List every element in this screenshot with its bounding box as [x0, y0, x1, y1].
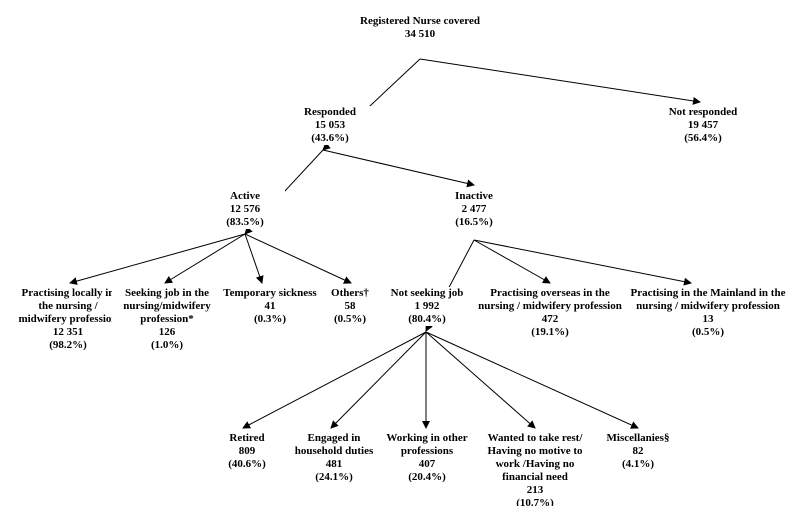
node-count: 809: [238, 445, 256, 457]
node-label: midwifery profession: [18, 313, 118, 325]
node-not-responded: Not responded 19 457 (56.4%): [653, 106, 753, 145]
node-label: Registered Nurse covered: [360, 15, 480, 27]
node-label: the nursing /: [38, 300, 98, 312]
node-percent: (0.5%): [333, 313, 367, 325]
node-label: Practising in the Mainland in the: [630, 287, 786, 299]
node-inactive: Inactive 2 477 (16.5%): [434, 190, 514, 229]
node-label: Practising overseas in the: [490, 287, 610, 299]
node-label: work /Having no: [495, 458, 575, 470]
node-percent: (43.6%): [311, 132, 349, 144]
node-label: Having no motive to: [487, 445, 583, 457]
node-count: 472: [541, 313, 559, 325]
node-take-rest: Wanted to take rest/ Having no motive to…: [480, 432, 590, 506]
connector-root-to-not_responded: [419, 58, 701, 105]
connector-inactive-to-mainland: [473, 239, 692, 286]
node-count: 13: [702, 313, 714, 325]
node-percent: (19.1%): [531, 326, 569, 338]
node-label: Others†: [331, 287, 369, 299]
node-percent: (56.4%): [684, 132, 722, 144]
node-count: 481: [325, 458, 343, 470]
node-label: Working in other: [386, 432, 468, 444]
node-percent: (16.5%): [455, 216, 493, 228]
connector-inactive-to-overseas: [473, 239, 551, 284]
node-label: profession*: [140, 313, 194, 325]
node-percent: (0.3%): [253, 313, 287, 325]
node-seeking-job: Seeking job in the nursing/midwifery pro…: [112, 287, 222, 352]
node-percent: (4.1%): [621, 458, 655, 470]
node-label: Not responded: [668, 106, 738, 118]
node-practising-mainland: Practising in the Mainland in the nursin…: [627, 287, 789, 339]
node-percent: (20.4%): [408, 471, 446, 483]
node-count: 126: [158, 326, 176, 338]
connector-active-to-temporary_sickness: [244, 233, 264, 284]
node-label: Not seeking job: [390, 287, 464, 299]
node-percent: (80.4%): [408, 313, 446, 325]
node-percent: (83.5%): [226, 216, 264, 228]
node-label: household duties: [294, 445, 374, 457]
connector-not_seeking-to-miscellanies: [425, 331, 639, 429]
node-percent: (10.7%): [516, 497, 554, 506]
node-count: 41: [264, 300, 276, 312]
connector-not_seeking-to-take_rest: [425, 331, 536, 429]
connector-not_seeking-to-household: [330, 331, 427, 429]
node-percent: (98.2%): [49, 339, 87, 351]
node-household-duties: Engaged in household duties 481 (24.1%): [286, 432, 382, 484]
node-active: Active 12 576 (83.5%): [205, 190, 285, 229]
node-percent: (1.0%): [150, 339, 184, 351]
node-percent: (0.5%): [691, 326, 725, 338]
node-percent: (24.1%): [315, 471, 353, 483]
node-label: professions: [400, 445, 454, 457]
connector-not_seeking-to-retired: [242, 331, 427, 429]
node-retired: Retired 809 (40.6%): [216, 432, 278, 471]
node-count: 34 510: [404, 28, 436, 40]
node-count: 1 992: [414, 300, 440, 312]
node-label: Active: [230, 190, 260, 202]
connector-responded-to-inactive: [322, 149, 475, 188]
node-responded: Responded 15 053 (43.6%): [280, 106, 380, 145]
node-count: 19 457: [687, 119, 719, 131]
node-count: 213: [526, 484, 544, 496]
node-count: 407: [418, 458, 436, 470]
node-other-professions: Working in other professions 407 (20.4%): [378, 432, 476, 484]
node-label: Responded: [304, 106, 356, 118]
node-not-seeking-job: Not seeking job 1 992 (80.4%): [384, 287, 470, 326]
node-label: Practising locally in: [21, 287, 115, 299]
node-registered-nurse-covered: Registered Nurse covered 34 510: [320, 15, 520, 41]
node-percent: (40.6%): [228, 458, 266, 470]
node-label: Engaged in: [307, 432, 361, 444]
node-others: Others† 58 (0.5%): [321, 287, 379, 326]
connector-active-to-others: [244, 233, 352, 284]
node-label: Retired: [229, 432, 265, 444]
node-label: Wanted to take rest/: [487, 432, 583, 444]
node-label: Temporary sickness: [223, 287, 317, 299]
connector-active-to-seeking_job: [164, 233, 246, 284]
node-label: nursing/midwifery: [123, 300, 211, 312]
node-count: 82: [632, 445, 644, 457]
connector-active-to-practising_locally: [69, 233, 246, 285]
node-count: 15 053: [314, 119, 346, 131]
node-temporary-sickness: Temporary sickness 41 (0.3%): [217, 287, 323, 326]
node-count: 2 477: [461, 203, 487, 215]
node-label: nursing / midwifery profession: [478, 300, 622, 312]
node-label: Miscellanies§: [606, 432, 670, 444]
node-label: nursing / midwifery profession: [636, 300, 780, 312]
node-label: Seeking job in the: [124, 287, 210, 299]
node-practising-overseas: Practising overseas in the nursing / mid…: [468, 287, 632, 339]
node-count: 12 576: [229, 203, 261, 215]
node-label: Inactive: [455, 190, 493, 202]
node-count: 12 351: [52, 326, 84, 338]
node-miscellanies: Miscellanies§ 82 (4.1%): [596, 432, 680, 471]
node-count: 58: [344, 300, 356, 312]
node-label: financial need: [502, 471, 568, 483]
